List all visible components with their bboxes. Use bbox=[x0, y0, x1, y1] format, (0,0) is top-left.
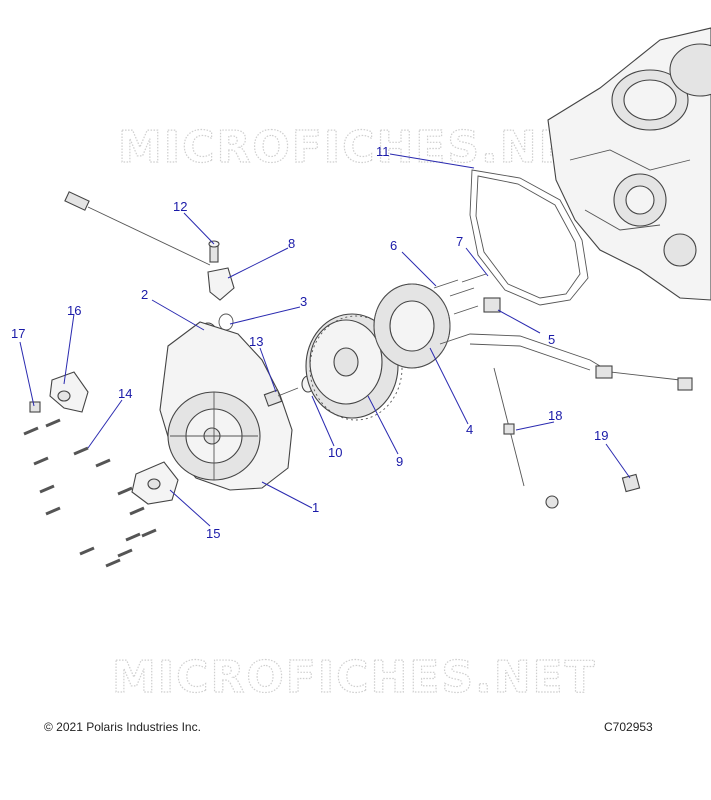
callout-13[interactable]: 13 bbox=[249, 334, 263, 349]
bolt-12 bbox=[208, 240, 220, 263]
callout-9[interactable]: 9 bbox=[396, 454, 403, 469]
stator bbox=[373, 283, 693, 391]
fitting bbox=[545, 495, 559, 509]
callout-4[interactable]: 4 bbox=[466, 422, 473, 437]
plug bbox=[621, 473, 641, 493]
callout-labels: 1 2 3 4 5 6 7 8 9 10 11 12 13 14 15 16 1… bbox=[11, 144, 608, 541]
callout-19[interactable]: 19 bbox=[594, 428, 608, 443]
bracket-15 bbox=[131, 461, 179, 505]
callout-11[interactable]: 11 bbox=[376, 144, 390, 159]
gasket bbox=[469, 169, 589, 306]
bracket-16 bbox=[49, 371, 89, 413]
callout-8[interactable]: 8 bbox=[288, 236, 295, 251]
cover-bolts bbox=[23, 418, 157, 568]
callout-15[interactable]: 15 bbox=[206, 526, 220, 541]
leader-lines bbox=[19, 153, 631, 527]
sensor-harness bbox=[64, 191, 235, 301]
stator-bolts bbox=[433, 273, 487, 315]
callout-10[interactable]: 10 bbox=[328, 445, 342, 460]
callout-12[interactable]: 12 bbox=[173, 199, 187, 214]
callout-14[interactable]: 14 bbox=[118, 386, 132, 401]
callout-16[interactable]: 16 bbox=[67, 303, 81, 318]
callout-18[interactable]: 18 bbox=[548, 408, 562, 423]
watermark-bottom: MICROFICHES.NET bbox=[112, 652, 597, 703]
flywheel bbox=[305, 313, 403, 421]
wire-clamp bbox=[483, 297, 501, 313]
callout-5[interactable]: 5 bbox=[548, 332, 555, 347]
sensor-probe bbox=[493, 367, 525, 487]
flywheel-bolt bbox=[263, 387, 299, 407]
callout-17[interactable]: 17 bbox=[11, 326, 25, 341]
diagram-code: C702953 bbox=[604, 720, 653, 734]
callout-2[interactable]: 2 bbox=[141, 287, 148, 302]
callout-1[interactable]: 1 bbox=[312, 500, 319, 515]
callout-7[interactable]: 7 bbox=[456, 234, 463, 249]
watermark-top: MICROFICHES.NET bbox=[118, 122, 603, 173]
crankcase bbox=[547, 27, 711, 301]
callout-6[interactable]: 6 bbox=[390, 238, 397, 253]
copyright-notice: © 2021 Polaris Industries Inc. bbox=[44, 720, 201, 734]
callout-3[interactable]: 3 bbox=[300, 294, 307, 309]
clip bbox=[29, 401, 41, 413]
o-ring bbox=[218, 313, 234, 331]
stator-cover bbox=[159, 321, 293, 491]
